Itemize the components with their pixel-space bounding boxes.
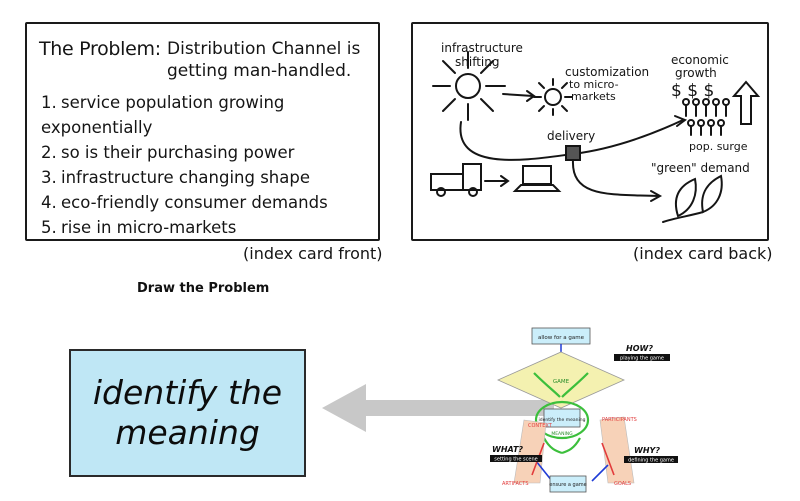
mini-why-title: WHY?	[634, 446, 660, 455]
problem-statement: Distribution Channel is getting man-hand…	[167, 39, 361, 81]
mini-center-box	[543, 408, 581, 428]
front-card-caption: (index card front)	[243, 244, 383, 263]
mini-why-sub: defining the game	[628, 458, 674, 464]
mini-top-box-label: allow for a game	[538, 335, 585, 341]
growth-arrow-icon	[731, 80, 761, 125]
pop-surge-label: pop. surge	[689, 140, 748, 153]
delivery-box-icon	[565, 145, 581, 161]
list-item: 3.infrastructure changing shape	[41, 168, 310, 187]
mini-meaning-label: MEANING	[551, 431, 573, 437]
customization-label: customization	[565, 65, 649, 79]
problem-list: 1.service population growing exponential…	[41, 90, 378, 240]
green-leaves-icon	[662, 174, 723, 223]
mini-what-sub: setting the scene	[494, 457, 537, 463]
list-item: 5.rise in micro-markets	[41, 218, 237, 237]
section-title: Draw the Problem	[137, 281, 270, 296]
mini-goals-label: GOALS	[614, 481, 631, 487]
mini-how-title: HOW?	[626, 344, 653, 353]
dollar-signs: $ $ $	[671, 81, 714, 101]
laptop-icon	[512, 165, 562, 192]
meaning-text: identify the meaning	[92, 373, 283, 452]
green-demand-label: "green" demand	[651, 161, 750, 175]
pointer-arrow-icon	[322, 384, 554, 432]
index-card-front: The Problem: Distribution Channel is get…	[25, 22, 380, 241]
population-icon	[682, 98, 730, 136]
mini-artifacts-label: ARTIFACTS	[502, 481, 529, 487]
back-card-sketch: infrastructure shifting customization to…	[430, 41, 761, 223]
back-card-caption: (index card back)	[633, 244, 773, 263]
infrastructure-label: infrastructure	[441, 41, 523, 55]
shifting-label: shifting	[455, 55, 499, 69]
markets-label: markets	[571, 90, 616, 103]
meaning-box: identify the meaning	[69, 349, 306, 477]
mini-green-cycle	[534, 400, 590, 440]
mini-right-trapezoid	[599, 416, 635, 484]
mini-yellow-diamond	[497, 351, 625, 409]
mini-context-label: CONTEXT	[528, 423, 553, 429]
list-item: 1.service population growing exponential…	[41, 93, 285, 137]
customization-sun-icon	[533, 78, 573, 116]
mini-center-box-label: identify the meaning	[539, 417, 586, 423]
mini-bottom-box	[549, 475, 587, 493]
mini-how-sub: playing the game	[620, 356, 664, 362]
truck-icon	[430, 163, 482, 197]
list-item: 2.so is their purchasing power	[41, 143, 295, 162]
mini-game-label: GAME	[553, 379, 570, 385]
delivery-label: delivery	[547, 129, 595, 143]
mini-what-title: WHAT?	[492, 445, 523, 454]
infrastructure-sun-icon	[432, 51, 506, 121]
index-card-back: infrastructure shifting customization to…	[411, 22, 769, 241]
problem-label: The Problem:	[39, 38, 161, 60]
growth-label: growth	[675, 66, 717, 80]
economic-label: economic	[671, 53, 729, 67]
list-item: 4.eco-friendly consumer demands	[41, 193, 328, 212]
mini-framework-diagram: allow for a game GAME identify the meani…	[490, 327, 678, 493]
mini-bottom-box-label: ensure a game	[549, 482, 586, 488]
to-micro-label: to micro-	[569, 78, 619, 91]
mini-participants-label: PARTICIPANTS	[602, 417, 637, 423]
